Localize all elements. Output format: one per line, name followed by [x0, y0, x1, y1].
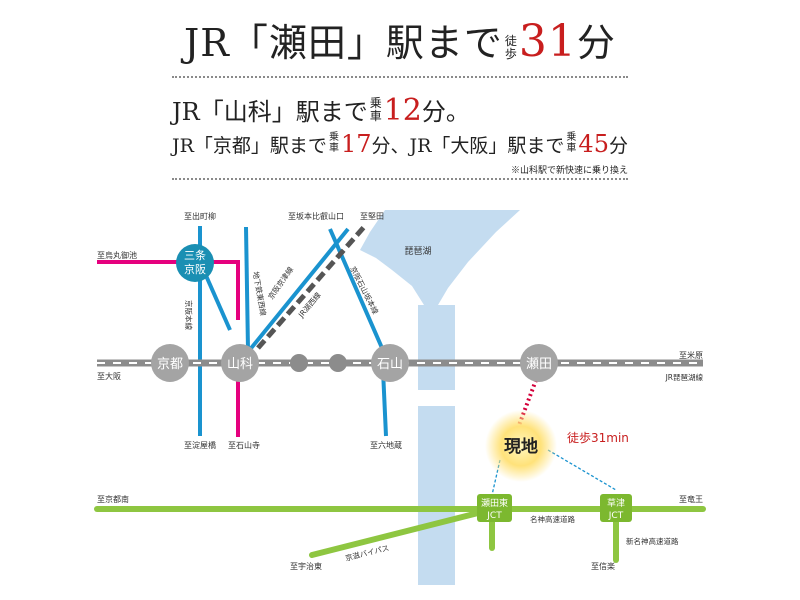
current-location-marker[interactable]: 現地 [485, 410, 557, 482]
dest-yodoyabashi: 至淀屋橋 [184, 440, 216, 450]
divider-bottom [172, 178, 628, 180]
ride-stack-2: 乗車 [329, 132, 339, 154]
minor-station-1 [290, 354, 308, 372]
dest-katata: 至堅田 [360, 212, 384, 221]
jct-setahigashi-bottom: JCT [486, 511, 502, 521]
station-ishiyama[interactable]: 石山 [371, 344, 409, 382]
dest-karasuma-oike: 至烏丸御池 [97, 250, 137, 260]
dest-rokujizo: 至六地蔵 [370, 440, 402, 450]
jct-setahigashi[interactable]: 瀬田東 JCT [477, 494, 512, 522]
ride-top-1: 乗 [369, 95, 382, 110]
kyoto-minutes: 17 [340, 130, 372, 158]
walk-bottom: 歩 [504, 46, 517, 61]
current-location-label: 現地 [504, 436, 538, 457]
station-ishiyama-label: 石山 [377, 357, 403, 372]
minor-station-2 [329, 354, 347, 372]
dest-demachiyanagi: 至出町柳 [184, 211, 216, 221]
blue-lines [198, 226, 388, 437]
label-jr-biwako: JR琵琶湖線 [665, 372, 704, 382]
ride-bottom-2: 車 [328, 143, 339, 154]
ride-stack-3: 乗車 [566, 132, 576, 154]
dest-ujihigashi: 至宇治東 [290, 561, 322, 571]
ride-top-3: 乗 [566, 132, 577, 143]
dest-ryuo: 至竜王 [679, 494, 703, 504]
ride-bottom-3: 車 [566, 143, 577, 154]
dest-sakamoto: 至坂本比叡山口 [288, 211, 344, 221]
lake-label: 琵琶湖 [404, 246, 431, 257]
seta-river [418, 305, 455, 585]
jct-setahigashi-top: 瀬田東 [481, 497, 508, 509]
ride-stack-1: 乗車 [369, 95, 382, 123]
dest-osaka: 至大阪 [97, 371, 121, 381]
headline-minutes: 31 [518, 16, 577, 67]
dest-kyoto-minami: 至京都南 [97, 494, 129, 504]
river-gap [410, 390, 465, 406]
kyoto-prefix: JR「京都」駅まで [172, 135, 327, 157]
jct-link-kusatsu [547, 449, 617, 491]
sanjo-label-bottom: 京阪 [184, 262, 206, 276]
headline-unit: 分 [576, 21, 616, 65]
label-shinmeishin: 新名神高速道路 [626, 536, 679, 546]
jct-kusatsu-bottom: JCT [608, 511, 624, 521]
station-yamashina-label: 山科 [227, 357, 253, 372]
jr-kosei-line [256, 225, 366, 350]
label-subway-tozai: 地下鉄東西線 [251, 271, 269, 318]
yamashina-minutes: 12 [383, 93, 422, 128]
station-kyoto-label: 京都 [157, 357, 183, 372]
label-keihan-keishin: 京阪京津線 [265, 264, 295, 301]
dest-maibara: 至米原 [679, 350, 703, 360]
label-keihan-honsen: 京阪本線 [184, 300, 194, 330]
osaka-minutes: 45 [578, 130, 609, 158]
dest-ishiyamadera: 至石山寺 [228, 440, 260, 450]
ride-bottom-1: 車 [369, 108, 382, 123]
transfer-note: ※山科駅で新快速に乗り換え [510, 166, 628, 176]
yamashina-prefix: JR「山科」駅まで [172, 98, 368, 126]
lake-biwa [360, 210, 520, 305]
headline-prefix: JR「瀬田」駅まで [184, 21, 503, 65]
walk-time-label: 徒歩31min [567, 430, 629, 445]
sanjo-label-top: 三条 [184, 248, 206, 262]
station-seta[interactable]: 瀬田 [520, 344, 558, 382]
destination-labels: 至出町柳 至坂本比叡山口 至堅田 至烏丸御池 至米原 至大阪 至淀屋橋 至石山寺… [97, 211, 703, 571]
walk-top: 徒 [504, 33, 517, 48]
ride-top-2: 乗 [328, 132, 339, 143]
label-jr-kosei: JR湖西線 [295, 290, 323, 320]
walk-route [516, 379, 538, 429]
station-yamashina[interactable]: 山科 [221, 344, 259, 382]
station-seta-label: 瀬田 [526, 357, 552, 372]
station-sanjo-keihan[interactable]: 三条 京阪 [176, 244, 214, 282]
osaka-prefix: 分、JR「大阪」駅まで [371, 135, 565, 157]
station-kyoto[interactable]: 京都 [151, 344, 189, 382]
divider-top [172, 76, 628, 78]
dest-shigaraki: 至信楽 [591, 561, 615, 571]
jct-kusatsu-top: 草津 [607, 497, 625, 509]
yamashina-unit: 分。 [421, 98, 470, 126]
osaka-unit: 分 [608, 135, 628, 157]
label-meishin: 名神高速道路 [530, 514, 575, 524]
jct-kusatsu[interactable]: 草津 JCT [600, 494, 632, 522]
walk-stack: 徒歩 [504, 33, 517, 61]
